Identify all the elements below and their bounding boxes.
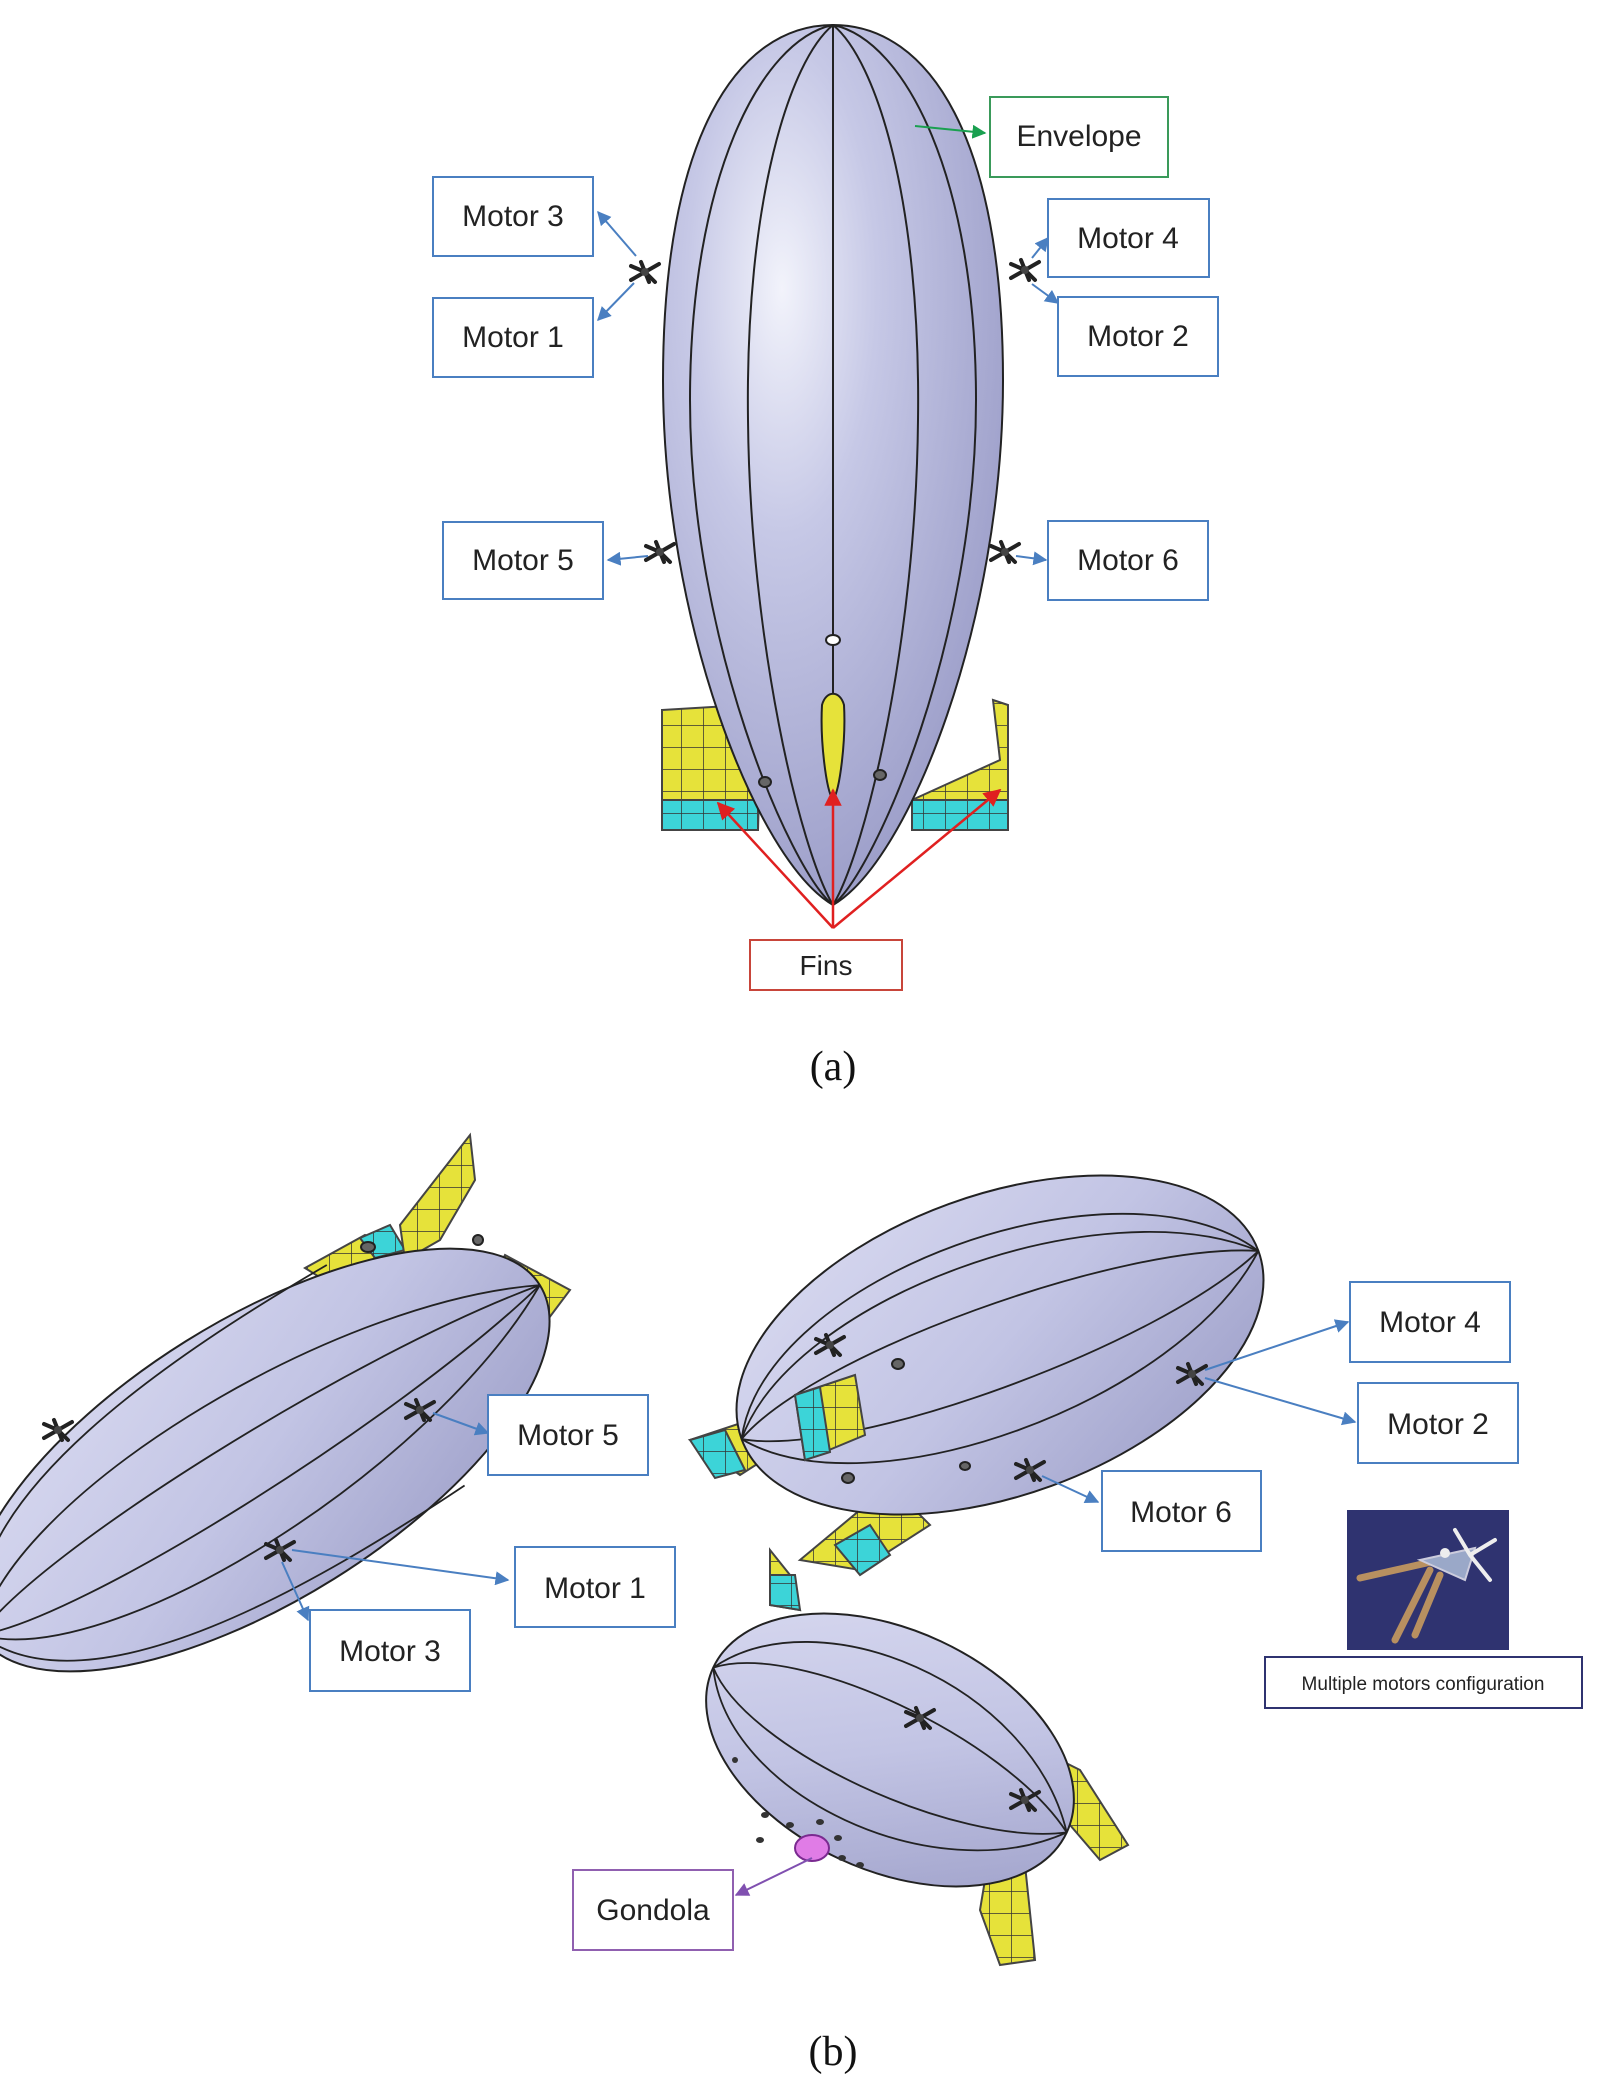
svg-text:Motor 4: Motor 4 <box>1379 1306 1481 1339</box>
label-envelope: Envelope <box>989 96 1169 178</box>
label-motor-1-b: Motor 1 <box>514 1546 676 1628</box>
caption-a: (a) <box>810 1044 857 1090</box>
label-motor-4-b: Motor 4 <box>1349 1281 1511 1363</box>
label-motor-6-a: Motor 6 <box>1047 520 1209 601</box>
label-motor-5-a: Motor 5 <box>442 521 604 600</box>
label-motor-1-a: Motor 1 <box>432 297 594 378</box>
svg-text:Motor 3: Motor 3 <box>462 200 564 233</box>
label-motor-2-b: Motor 2 <box>1357 1382 1519 1464</box>
svg-text:Motor 5: Motor 5 <box>517 1419 619 1452</box>
svg-text:Motor 1: Motor 1 <box>544 1572 646 1605</box>
label-motor-2-a: Motor 2 <box>1057 296 1219 377</box>
motor-left-b-glyph <box>42 1418 74 1442</box>
label-motor-6-b: Motor 6 <box>1101 1470 1262 1552</box>
svg-text:Motor 5: Motor 5 <box>472 544 574 577</box>
svg-text:Motor 6: Motor 6 <box>1077 544 1179 577</box>
svg-text:Motor 6: Motor 6 <box>1130 1496 1232 1529</box>
airship-bottom-view <box>705 1612 1130 1967</box>
envelope-top-view <box>661 23 1005 907</box>
panel-b: Motor 5 Motor 1 Motor 3 Motor 4 Motor 2 … <box>0 1132 1583 2075</box>
svg-text:Motor 3: Motor 3 <box>339 1635 441 1668</box>
multi-motor-inset <box>1347 1510 1509 1650</box>
label-motor-4-a: Motor 4 <box>1047 198 1210 278</box>
label-fins: Fins <box>749 939 903 991</box>
svg-text:Fins: Fins <box>800 950 853 981</box>
svg-text:Multiple motors configuration: Multiple motors configuration <box>1302 1674 1545 1695</box>
label-multi-motor: Multiple motors configuration <box>1264 1656 1583 1709</box>
motor-4-2-glyph <box>1009 258 1041 282</box>
label-gondola: Gondola <box>572 1869 734 1951</box>
svg-text:Motor 2: Motor 2 <box>1087 320 1189 353</box>
label-envelope-text: Envelope <box>1016 120 1141 153</box>
svg-text:Motor 1: Motor 1 <box>462 321 564 354</box>
motor-3-1-glyph <box>629 260 661 284</box>
label-motor-3-b: Motor 3 <box>309 1609 471 1692</box>
label-motor-5-b: Motor 5 <box>487 1394 649 1476</box>
motor-5-glyph <box>644 540 676 564</box>
svg-text:Gondola: Gondola <box>596 1894 710 1927</box>
airship-left-view <box>0 1132 572 1673</box>
caption-b: (b) <box>809 2029 858 2075</box>
svg-text:Motor 2: Motor 2 <box>1387 1408 1489 1441</box>
airship-right-view <box>687 1174 1265 1612</box>
panel-a: Envelope Motor 3 Motor 1 Motor 4 Motor 2… <box>432 23 1219 1090</box>
svg-text:Motor 4: Motor 4 <box>1077 222 1179 255</box>
motor-6-glyph <box>989 540 1021 564</box>
gondola-shape <box>794 1834 830 1862</box>
label-motor-3-a: Motor 3 <box>432 176 594 257</box>
